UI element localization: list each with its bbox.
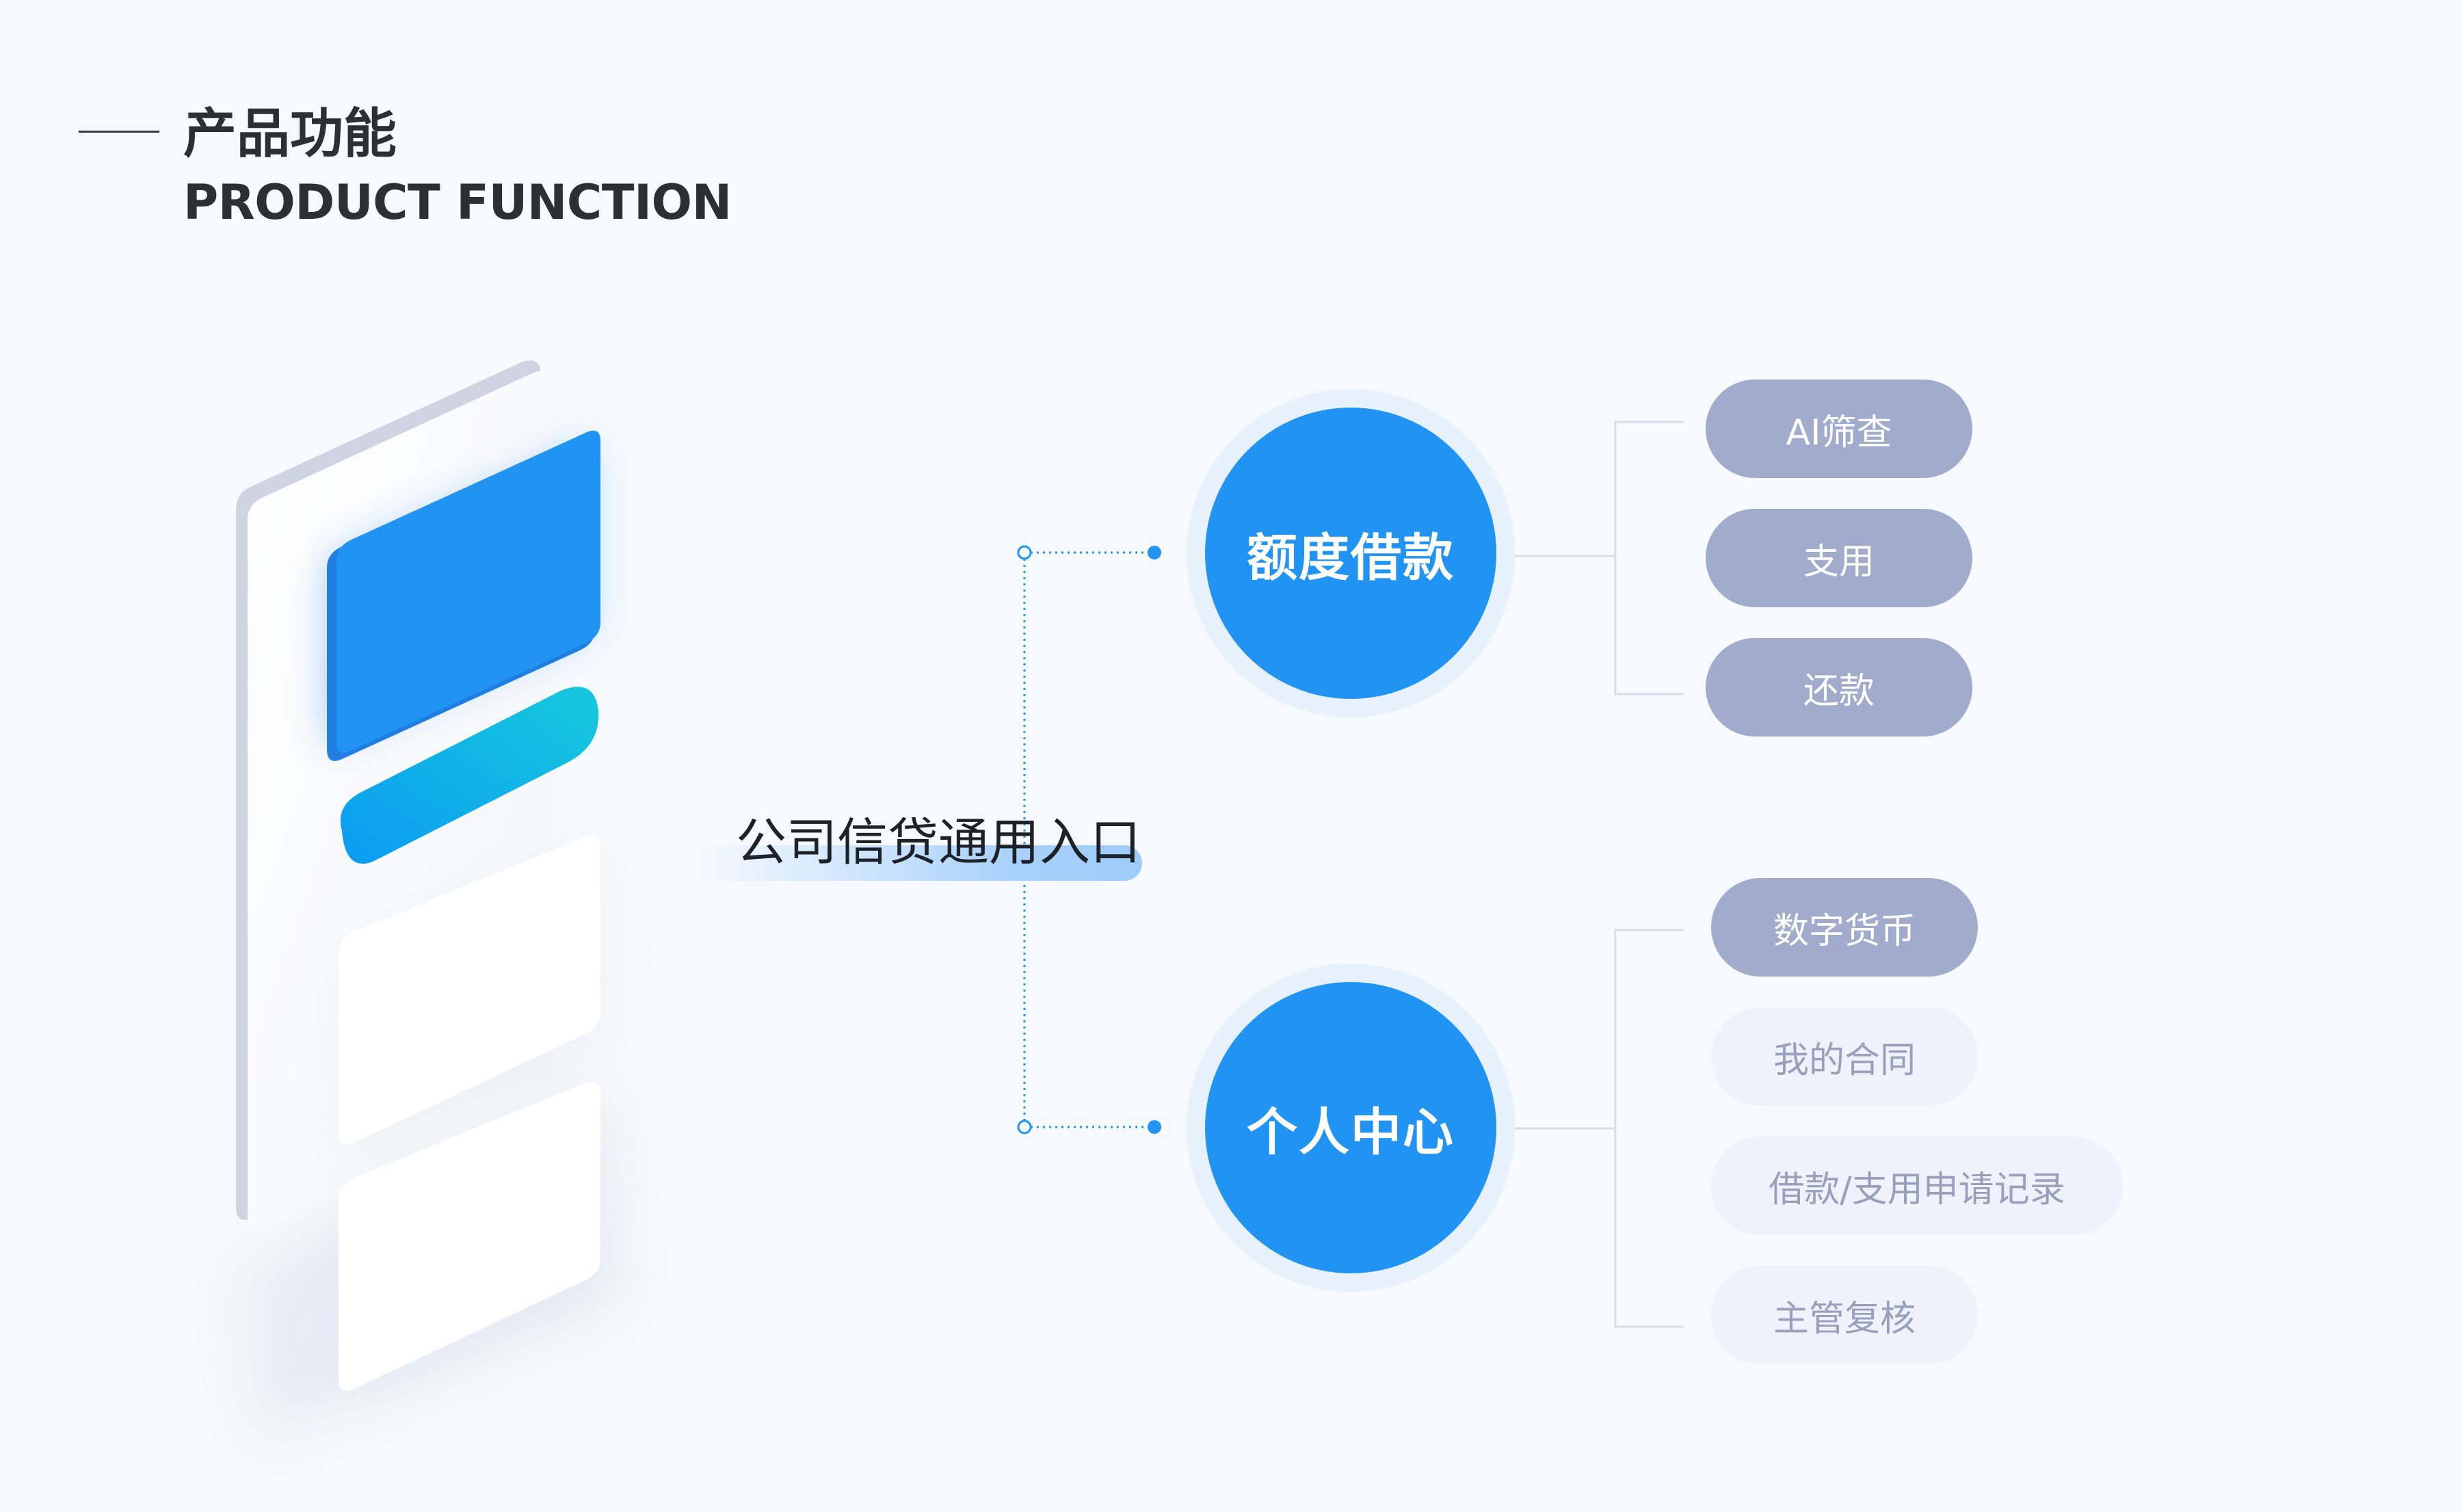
center-label-highlight	[698, 845, 1142, 881]
blue-card	[336, 430, 600, 754]
white-card-2	[339, 1082, 600, 1391]
pill-ai-screening[interactable]: AI筛查	[1706, 380, 1972, 478]
node-credit-loan[interactable]: 额度借款	[1205, 408, 1496, 699]
connector-dot-open-top	[1017, 545, 1032, 560]
phone-illustration	[236, 360, 616, 1436]
pill-my-contracts[interactable]: 我的合同	[1711, 1007, 1978, 1106]
pill-drawdown[interactable]: 支用	[1706, 509, 1972, 607]
connector-dot-open-bottom	[1017, 1119, 1032, 1135]
pill-digital-currency[interactable]: 数字货币	[1711, 878, 1978, 977]
page-title-en: PRODUCT FUNCTION	[183, 174, 732, 230]
teal-pill	[340, 687, 599, 864]
node-personal-center[interactable]: 个人中心	[1205, 982, 1496, 1273]
white-card-1	[339, 836, 600, 1145]
pill-supervisor-review[interactable]: 主管复核	[1711, 1266, 1978, 1364]
center-label: 公司信贷通用入口	[736, 813, 1141, 872]
connector-dot-top	[1148, 546, 1161, 559]
page-title-cn: 产品功能	[183, 103, 397, 165]
bracket-bottom	[1614, 929, 1684, 1328]
header-rule	[79, 131, 159, 133]
pill-application-records[interactable]: 借款/支用申请记录	[1711, 1137, 2123, 1235]
bracket-top	[1614, 421, 1684, 695]
pill-repayment[interactable]: 还款	[1706, 638, 1972, 737]
connector-dot-bottom	[1148, 1120, 1161, 1134]
